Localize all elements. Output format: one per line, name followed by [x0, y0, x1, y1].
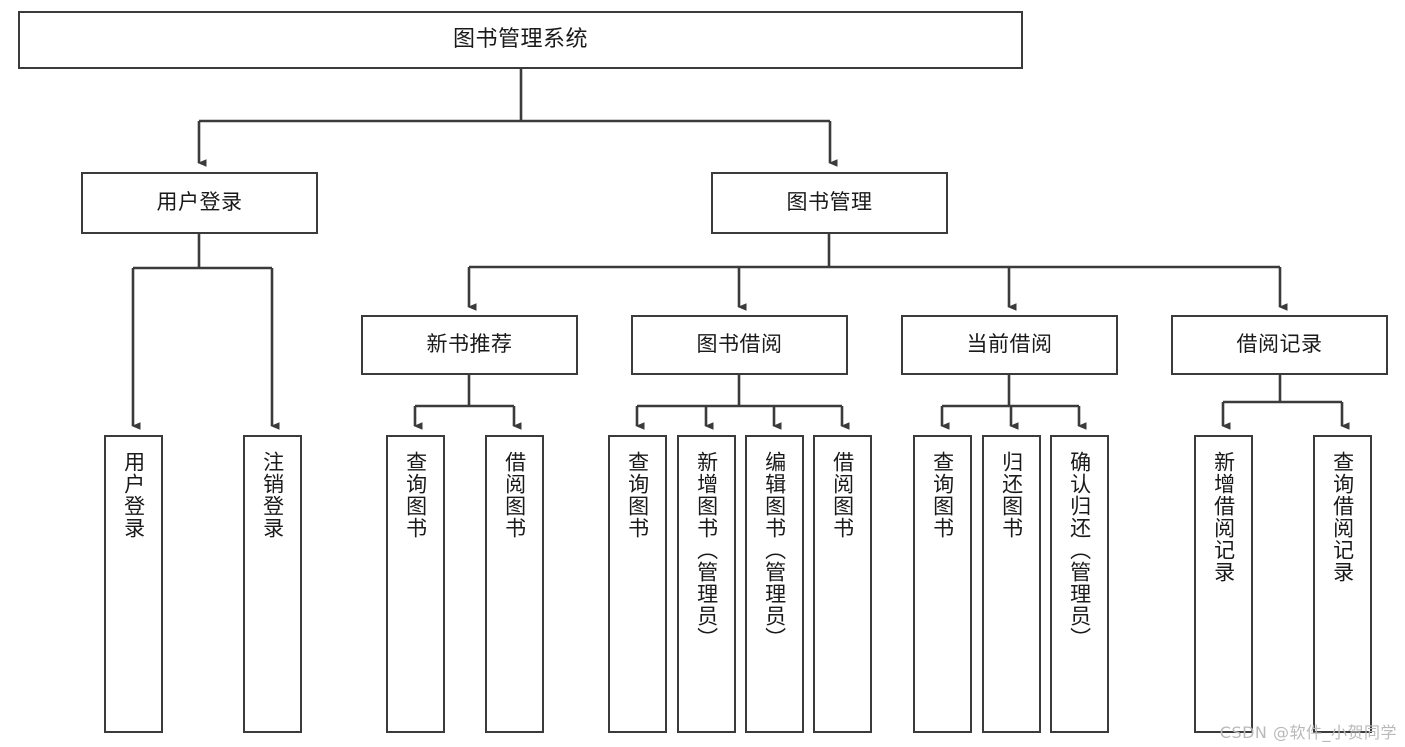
leaf-return-book[interactable]: 归还图书 — [982, 435, 1041, 733]
node-label: 新增借阅记录 — [1211, 451, 1236, 583]
leaf-borrow-book-recommend[interactable]: 借阅图书 — [485, 435, 544, 733]
leaf-edit-book[interactable]: 编辑图书（管理员） — [745, 435, 804, 733]
node-label: 借阅图书 — [830, 451, 855, 539]
leaf-add-borrow-record[interactable]: 新增借阅记录 — [1194, 435, 1253, 733]
node-system-title[interactable]: 图书管理系统 — [18, 11, 1023, 69]
node-label: 借阅记录 — [1236, 332, 1323, 357]
node-borrow-record[interactable]: 借阅记录 — [1171, 315, 1388, 375]
node-label: 查询图书 — [930, 451, 955, 539]
leaf-query-book-recommend[interactable]: 查询图书 — [386, 435, 445, 733]
leaf-user-login[interactable]: 用户登录 — [104, 435, 163, 733]
node-label: 当前借阅 — [966, 332, 1053, 357]
node-label: 用户登录 — [121, 451, 146, 539]
node-label: 归还图书 — [999, 451, 1024, 539]
node-label: 查询图书 — [625, 451, 650, 539]
leaf-confirm-return[interactable]: 确认归还（管理员） — [1050, 435, 1109, 733]
node-label: 新书推荐 — [426, 332, 513, 357]
node-book-borrow[interactable]: 图书借阅 — [631, 315, 848, 375]
node-label: 新增图书（管理员） — [694, 451, 719, 649]
leaf-query-book-borrow[interactable]: 查询图书 — [608, 435, 667, 733]
watermark: CSDN @软件_小贺同学 — [1219, 723, 1397, 742]
node-label: 图书借阅 — [696, 332, 783, 357]
node-new-book-recommend[interactable]: 新书推荐 — [361, 315, 578, 375]
node-label: 查询图书 — [403, 451, 428, 539]
leaf-borrow-book[interactable]: 借阅图书 — [813, 435, 872, 733]
node-book-management[interactable]: 图书管理 — [711, 172, 948, 234]
node-user-login[interactable]: 用户登录 — [81, 172, 318, 234]
node-label: 用户登录 — [156, 190, 243, 215]
node-label: 查询借阅记录 — [1330, 451, 1355, 583]
node-label: 确认归还（管理员） — [1067, 451, 1092, 649]
leaf-query-borrow-record[interactable]: 查询借阅记录 — [1313, 435, 1372, 733]
node-label: 借阅图书 — [502, 451, 527, 539]
node-label: 编辑图书（管理员） — [762, 451, 787, 649]
node-label: 图书管理 — [786, 190, 873, 215]
leaf-add-book[interactable]: 新增图书（管理员） — [677, 435, 736, 733]
leaf-query-book-current[interactable]: 查询图书 — [913, 435, 972, 733]
leaf-logout-login[interactable]: 注销登录 — [243, 435, 302, 733]
node-current-borrow[interactable]: 当前借阅 — [901, 315, 1118, 375]
node-label: 注销登录 — [260, 451, 285, 539]
node-label: 图书管理系统 — [452, 26, 588, 52]
